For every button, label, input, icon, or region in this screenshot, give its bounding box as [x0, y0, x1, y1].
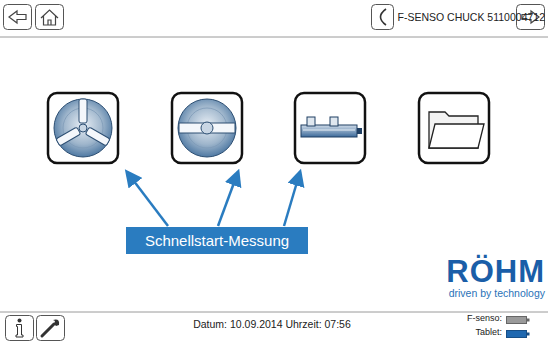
sensor-battery — [507, 317, 530, 324]
bottom-bar-line — [0, 312, 548, 313]
device-title: F-SENSO CHUCK 5110004712 — [398, 11, 545, 23]
leader-arrows — [127, 172, 300, 226]
top-bar-line — [0, 37, 548, 38]
settings-button — [37, 316, 65, 341]
callout-box: Schnellstart-Messung — [126, 227, 308, 254]
home-button — [36, 5, 64, 30]
logo-slogan: driven by technology — [449, 287, 545, 299]
three-jaw-chuck-button — [48, 93, 118, 163]
info-button — [6, 316, 34, 341]
back-button — [4, 5, 32, 30]
connection-button — [372, 5, 394, 30]
callout-text: Schnellstart-Messung — [145, 232, 289, 249]
logo-wordmark: RÖHM — [446, 254, 545, 290]
tablet-label: Tablet: — [475, 327, 502, 337]
vise-button — [295, 93, 365, 163]
two-jaw-chuck-button — [172, 93, 242, 163]
tablet-battery — [507, 331, 530, 338]
date-time: Datum: 10.09.2014 Uhrzeit: 07:56 — [193, 318, 351, 330]
folder-button — [419, 93, 489, 163]
sensor-label: F-senso: — [467, 313, 502, 323]
